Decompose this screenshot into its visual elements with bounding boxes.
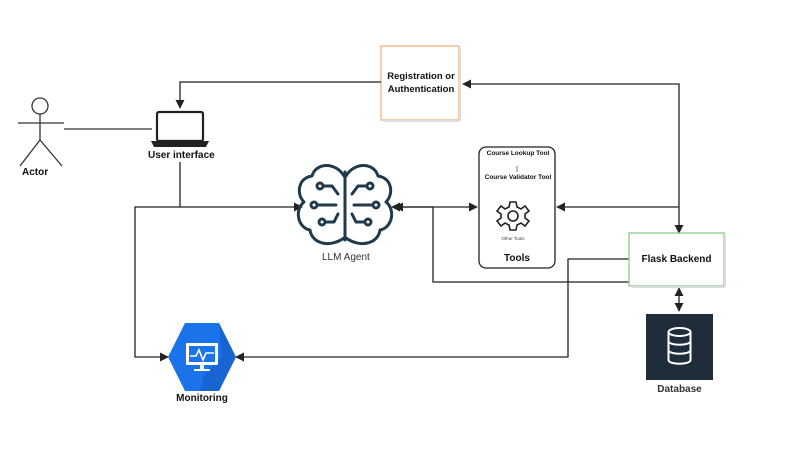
edge-ui-llm [179,162,303,212]
tools-item-course-lookup: Course Lookup Tool [486,150,550,157]
edge-registration-ui [175,81,381,109]
flask-backend-label[interactable]: Flask Backend [641,253,712,265]
user-interface-label[interactable]: User interface [148,150,215,161]
registration-label[interactable]: Registration or Authentication [387,71,455,95]
edge-flask-llm [394,202,630,283]
monitoring-label[interactable]: Monitoring [176,393,228,404]
tools-item-course-validator: Course Validator Tool [484,174,552,181]
edge-flask-registration [462,79,684,234]
gear-icon [495,201,531,231]
monitor-hexagon-icon [168,323,236,391]
actor-label: Actor [22,167,49,178]
laptop-icon [151,110,209,147]
database-label[interactable]: Database [657,384,702,395]
stick-figure-icon [18,97,64,167]
database-icon [646,314,713,380]
edge-ui-monitoring [134,206,180,362]
flask-backend-box[interactable] [628,232,725,287]
brain-circuit-icon [296,164,394,246]
tools-item-other: Other Tools [501,236,525,241]
edge-flask-monitoring [235,258,629,362]
tools-label[interactable]: Tools [504,253,530,264]
llm-agent-label[interactable]: LLM Agent [322,252,370,263]
